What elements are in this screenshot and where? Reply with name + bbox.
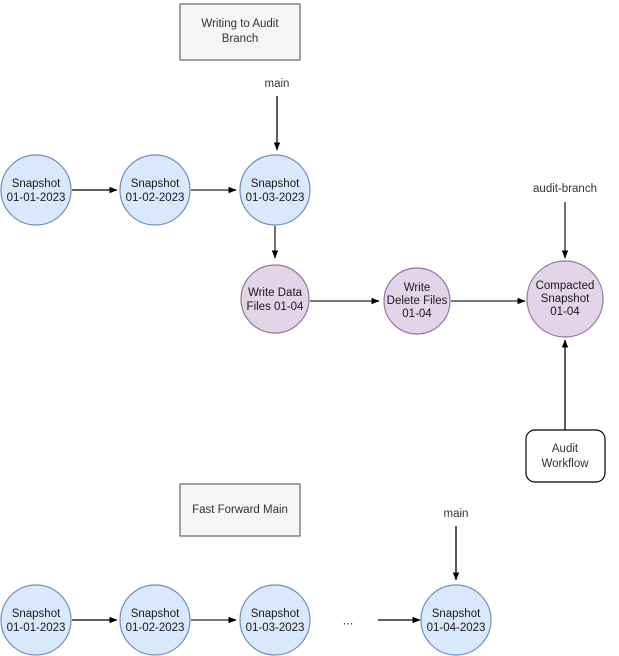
node-ff-snapshot-01-02-2023[interactable]: Snapshot 01-02-2023 bbox=[119, 584, 191, 656]
node-ff-snapshot-01-04-line1: Snapshot bbox=[432, 608, 481, 620]
audit-workflow-box[interactable]: Audit Workflow bbox=[525, 429, 606, 483]
node-snapshot-01-02-2023-line1: Snapshot bbox=[131, 178, 180, 190]
node-write-data-files-line2: Files 01-04 bbox=[247, 301, 304, 313]
node-compacted-snapshot-line3: 01-04 bbox=[550, 306, 580, 318]
node-ff-snapshot-01-03-line1: Snapshot bbox=[251, 608, 300, 620]
node-snapshot-01-03-2023-line1: Snapshot bbox=[251, 178, 300, 190]
node-snapshot-01-02-2023-line2: 01-02-2023 bbox=[126, 192, 185, 204]
node-ff-snapshot-01-02-line2: 01-02-2023 bbox=[126, 622, 185, 634]
node-compacted-snapshot-line1: Compacted bbox=[536, 280, 595, 292]
fast-forward-main-label: Fast Forward Main bbox=[192, 504, 288, 516]
node-write-delete-files-line1: Write bbox=[404, 282, 431, 294]
branch-label-main-bottom: main bbox=[444, 508, 469, 520]
node-compacted-snapshot-line2: Snapshot bbox=[541, 293, 590, 305]
branch-label-audit-branch: audit-branch bbox=[533, 183, 597, 195]
node-snapshot-01-01-2023[interactable]: Snapshot 01-01-2023 bbox=[0, 154, 72, 226]
node-ff-snapshot-01-02-line1: Snapshot bbox=[131, 608, 180, 620]
node-snapshot-01-01-2023-line2: 01-01-2023 bbox=[7, 192, 66, 204]
fast-forward-main-label-box: Fast Forward Main bbox=[179, 483, 301, 537]
branch-label-main-top: main bbox=[265, 78, 290, 90]
writing-to-audit-branch-label-box: Writing to Audit Branch bbox=[179, 3, 301, 61]
node-ff-snapshot-01-04-line2: 01-04-2023 bbox=[427, 622, 486, 634]
node-write-data-files-line1: Write Data bbox=[248, 287, 303, 299]
audit-workflow-label-line2: Workflow bbox=[541, 458, 589, 470]
audit-workflow-label-line1: Audit bbox=[552, 443, 579, 455]
node-write-delete-files-line3: 01-04 bbox=[402, 308, 432, 320]
node-write-delete-files-line2: Delete Files bbox=[387, 295, 448, 307]
node-ff-snapshot-01-01-line1: Snapshot bbox=[12, 608, 61, 620]
node-snapshot-01-02-2023[interactable]: Snapshot 01-02-2023 bbox=[119, 154, 191, 226]
node-ff-snapshot-01-03-2023[interactable]: Snapshot 01-03-2023 bbox=[239, 584, 311, 656]
node-write-data-files-01-04[interactable]: Write Data Files 01-04 bbox=[240, 264, 310, 334]
writing-to-audit-branch-label-line1: Writing to Audit bbox=[201, 18, 279, 30]
node-ff-snapshot-01-01-2023[interactable]: Snapshot 01-01-2023 bbox=[0, 584, 72, 656]
ellipsis-label: ... bbox=[343, 612, 354, 627]
node-snapshot-01-01-2023-line1: Snapshot bbox=[12, 178, 61, 190]
node-ff-snapshot-01-03-line2: 01-03-2023 bbox=[246, 622, 305, 634]
node-snapshot-01-03-2023[interactable]: Snapshot 01-03-2023 bbox=[239, 154, 311, 226]
writing-to-audit-branch-label-line2: Branch bbox=[222, 33, 258, 45]
node-snapshot-01-03-2023-line2: 01-03-2023 bbox=[246, 192, 305, 204]
node-write-delete-files-01-04[interactable]: Write Delete Files 01-04 bbox=[383, 267, 451, 335]
node-ff-snapshot-01-01-line2: 01-01-2023 bbox=[7, 622, 66, 634]
node-compacted-snapshot-01-04[interactable]: Compacted Snapshot 01-04 bbox=[526, 260, 604, 338]
node-ff-snapshot-01-04-2023[interactable]: Snapshot 01-04-2023 bbox=[420, 584, 492, 656]
